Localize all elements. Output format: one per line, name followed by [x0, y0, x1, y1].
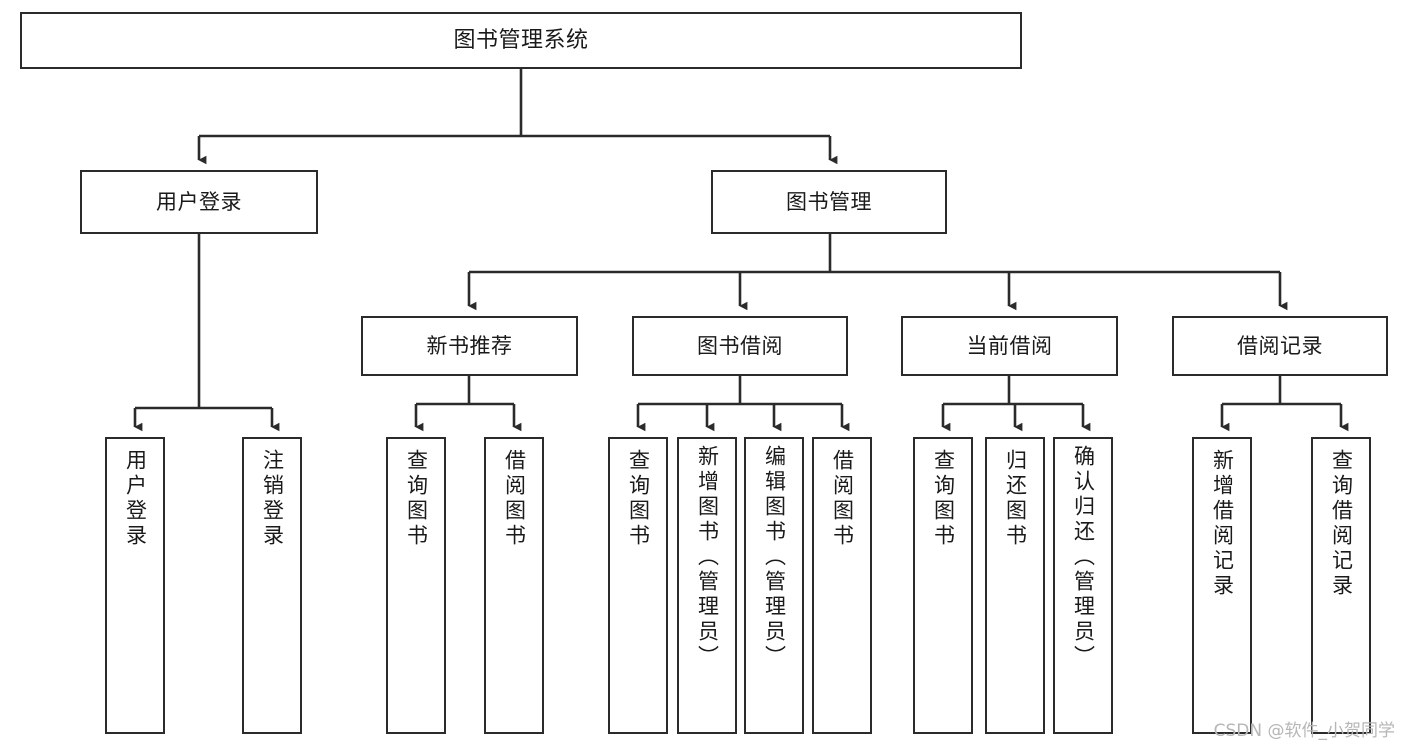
node-book-manage[interactable]: 图书管理 — [711, 170, 947, 234]
node-new-book-recommend[interactable]: 新书推荐 — [361, 316, 578, 376]
node-leaf-user-login-label: 用户登录 — [123, 449, 148, 549]
node-leaf-query-book-1-label: 查询图书 — [404, 449, 429, 549]
node-leaf-confirm-return[interactable]: 确认归还（管理员） — [1053, 437, 1113, 734]
node-leaf-edit-book[interactable]: 编辑图书（管理员） — [744, 437, 804, 734]
node-leaf-query-book-2-label: 查询图书 — [626, 449, 651, 549]
node-leaf-borrow-book-1[interactable]: 借阅图书 — [484, 437, 544, 734]
node-leaf-user-logout[interactable]: 注销登录 — [242, 437, 302, 734]
node-current-borrow[interactable]: 当前借阅 — [901, 316, 1118, 376]
node-book-borrow[interactable]: 图书借阅 — [632, 316, 848, 376]
node-leaf-query-book-3[interactable]: 查询图书 — [913, 437, 973, 734]
node-leaf-add-record-label: 新增借阅记录 — [1210, 449, 1235, 599]
node-leaf-add-record[interactable]: 新增借阅记录 — [1192, 437, 1252, 734]
node-borrow-record-label: 借阅记录 — [1237, 333, 1323, 358]
watermark-text: CSDN @软件_小贺同学 — [1213, 721, 1395, 741]
node-leaf-query-record[interactable]: 查询借阅记录 — [1311, 437, 1371, 734]
node-leaf-borrow-book-1-label: 借阅图书 — [502, 449, 527, 549]
node-leaf-query-record-label: 查询借阅记录 — [1329, 449, 1354, 599]
node-leaf-borrow-book-2-label: 借阅图书 — [830, 449, 855, 549]
node-borrow-record[interactable]: 借阅记录 — [1172, 316, 1388, 376]
node-leaf-query-book-3-label: 查询图书 — [931, 449, 956, 549]
node-leaf-query-book-1[interactable]: 查询图书 — [386, 437, 446, 734]
node-leaf-borrow-book-2[interactable]: 借阅图书 — [812, 437, 872, 734]
node-leaf-user-login[interactable]: 用户登录 — [105, 437, 165, 734]
node-user-login-label: 用户登录 — [156, 189, 242, 214]
node-leaf-return-book[interactable]: 归还图书 — [985, 437, 1045, 734]
node-leaf-add-book[interactable]: 新增图书（管理员） — [677, 437, 737, 734]
node-leaf-query-book-2[interactable]: 查询图书 — [608, 437, 668, 734]
node-leaf-add-book-label: 新增图书（管理员） — [695, 445, 720, 670]
node-book-manage-label: 图书管理 — [786, 189, 872, 214]
node-book-borrow-label: 图书借阅 — [697, 333, 783, 358]
node-root[interactable]: 图书管理系统 — [20, 12, 1022, 69]
node-root-label: 图书管理系统 — [453, 27, 589, 53]
node-new-book-recommend-label: 新书推荐 — [426, 333, 513, 358]
node-leaf-confirm-return-label: 确认归还（管理员） — [1071, 445, 1096, 670]
node-leaf-return-book-label: 归还图书 — [1003, 449, 1028, 549]
node-leaf-user-logout-label: 注销登录 — [260, 449, 285, 549]
node-current-borrow-label: 当前借阅 — [966, 333, 1053, 358]
node-user-login[interactable]: 用户登录 — [80, 170, 318, 234]
node-leaf-edit-book-label: 编辑图书（管理员） — [762, 445, 787, 670]
